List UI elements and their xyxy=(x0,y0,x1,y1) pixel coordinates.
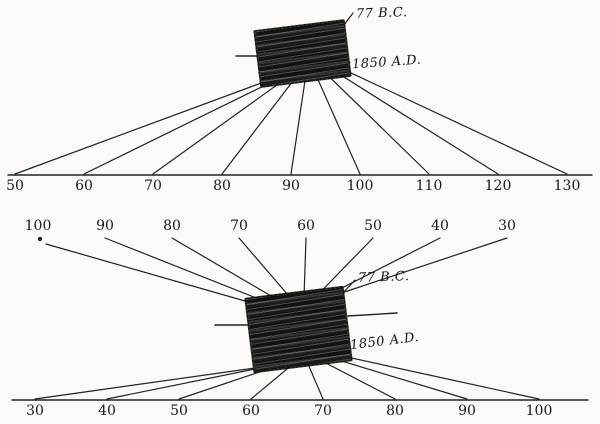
fan-line-top-diagram xyxy=(290,75,307,175)
fan-line-top-diagram xyxy=(336,71,499,175)
converge-line-bottom-diagram xyxy=(104,237,266,303)
converge-line-bottom-diagram xyxy=(171,237,279,301)
scale-number: 120 xyxy=(484,178,512,194)
fan-line-top-diagram xyxy=(14,81,265,175)
scale-number: 50 xyxy=(6,178,24,194)
scale-number: 100 xyxy=(24,218,52,234)
reference-dot xyxy=(37,236,43,242)
scale-number: 100 xyxy=(346,178,374,194)
fan-line-top-diagram xyxy=(83,80,275,175)
scale-number: 40 xyxy=(98,403,116,419)
converge-line-bottom-diagram xyxy=(316,237,374,297)
label-77bc-top: 77 B.C. xyxy=(355,5,408,22)
scale-number: 130 xyxy=(553,178,581,194)
scale-number: 110 xyxy=(415,178,443,194)
scale-number: 40 xyxy=(431,218,449,234)
scale-number: 80 xyxy=(163,218,181,234)
scale-number: 60 xyxy=(75,178,93,194)
fan-line-top-diagram xyxy=(346,70,568,175)
scale-number: 50 xyxy=(170,403,188,419)
scale-number: 30 xyxy=(26,403,44,419)
scale-number: 100 xyxy=(525,403,553,419)
fan-line-bottom-diagram xyxy=(250,362,295,400)
scale-number: 30 xyxy=(498,218,516,234)
fan-line-bottom-diagram xyxy=(332,357,468,400)
fan-line-bottom-diagram xyxy=(106,365,269,400)
fan-line-bottom-diagram xyxy=(319,359,396,400)
scale-number: 70 xyxy=(230,218,248,234)
fan-line-top-diagram xyxy=(325,73,430,175)
fan-line-top-diagram xyxy=(315,74,361,175)
converge-line-bottom-diagram xyxy=(329,237,441,295)
scale-number: 60 xyxy=(242,403,260,419)
fan-line-top-diagram xyxy=(152,78,286,175)
fan-line-top-diagram xyxy=(221,77,296,175)
scale-number: 90 xyxy=(282,178,300,194)
fan-line-bottom-diagram xyxy=(34,367,256,400)
scale-number: 70 xyxy=(314,403,332,419)
scale-number: 90 xyxy=(458,403,476,419)
converge-line-bottom-diagram xyxy=(45,243,253,304)
plate-right-line-bottom xyxy=(347,312,398,317)
converge-line-bottom-diagram xyxy=(303,237,307,298)
scale-number: 60 xyxy=(297,218,315,234)
scale-number: 70 xyxy=(144,178,162,194)
scale-number: 80 xyxy=(213,178,231,194)
fan-line-bottom-diagram xyxy=(306,361,324,400)
fan-line-bottom-diagram xyxy=(345,356,540,400)
converge-line-bottom-diagram xyxy=(238,237,292,300)
leader-77bc-bottom xyxy=(341,279,356,295)
plate-image-bottom xyxy=(244,286,353,373)
label-77bc-bottom: 77 B.C. xyxy=(357,269,410,286)
scale-number: 80 xyxy=(386,403,404,419)
scale-number: 90 xyxy=(96,218,114,234)
scale-number: 50 xyxy=(364,218,382,234)
converge-line-bottom-diagram xyxy=(342,237,508,294)
plate-image-top xyxy=(253,19,352,88)
